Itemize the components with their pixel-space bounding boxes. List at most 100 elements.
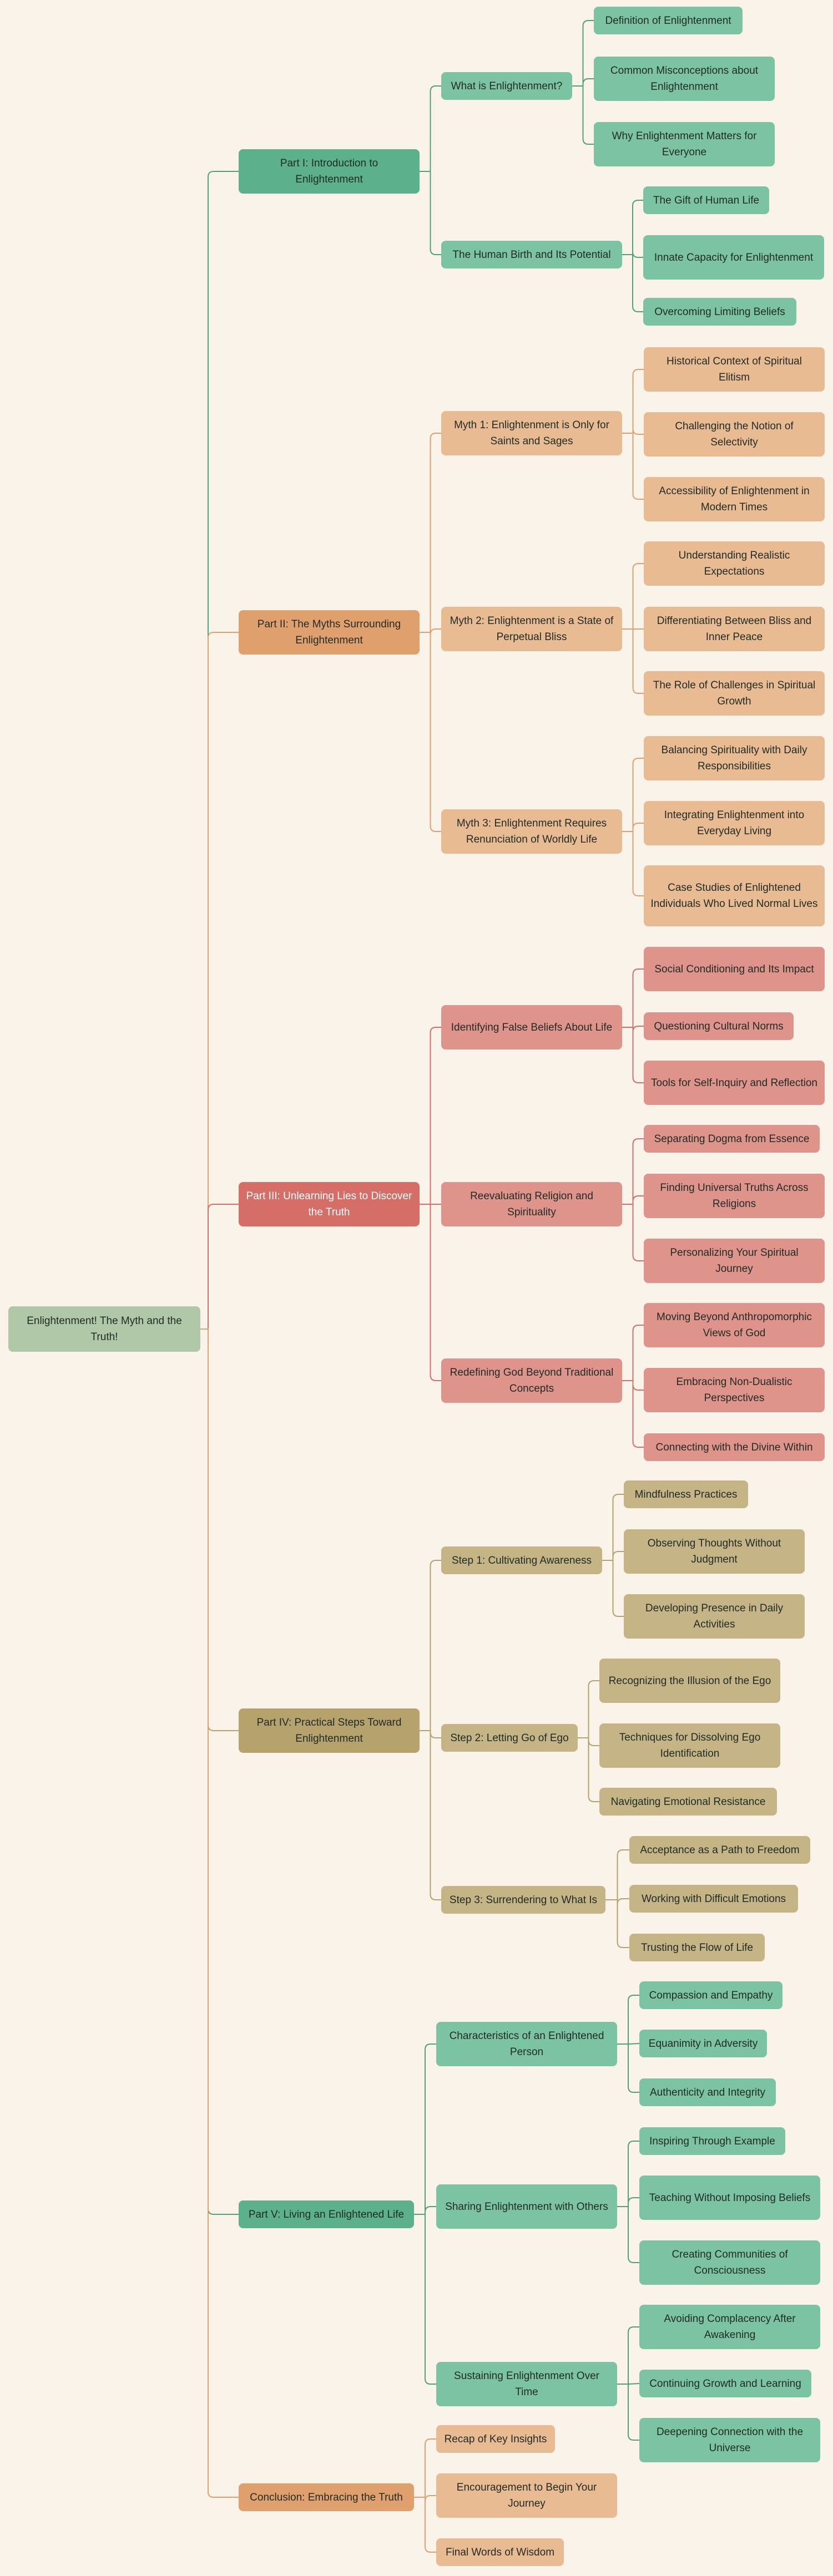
leaf-recognizing-the-illusion-of-the-ego[interactable]: Recognizing the Illusion of the Ego — [599, 1659, 780, 1703]
leaf-trusting-the-flow-of-life-label: Trusting the Flow of Life — [640, 1941, 754, 1954]
section-identifying-false-beliefs-about-life[interactable]: Identifying False Beliefs About Life — [441, 1005, 622, 1049]
leaf-innate-capacity-for-enlightenment[interactable]: Innate Capacity for Enlightenment — [643, 235, 824, 280]
leaf-avoiding-complacency-after-awakening-label: Avoiding Complacency After Awakening — [664, 2313, 796, 2341]
section-myth-2-enlightenment-is-a-state-of-perpetual-bliss[interactable]: Myth 2: Enlightenment is a State of Perp… — [441, 607, 622, 651]
section-1-2-connector-link-1 — [632, 823, 644, 831]
part-4-connector-link-2 — [425, 2214, 436, 2385]
section-0-1-connector-link-1 — [632, 251, 643, 258]
section-4-1-connector-link-2 — [628, 2207, 639, 2263]
section-3-1-connector-link-2 — [588, 1738, 599, 1802]
leaf-compassion-and-empathy[interactable]: Compassion and Empathy — [639, 1981, 782, 2009]
leaf-definition-of-enlightenment[interactable]: Definition of Enlightenment — [594, 7, 743, 34]
part-node-2[interactable]: Part II: The Myths Surrounding Enlighten… — [239, 610, 420, 655]
root-to-part-1 — [200, 632, 239, 1330]
part-node-6[interactable]: Conclusion: Embracing the Truth — [239, 2483, 414, 2511]
section-4-1-connector-link-0 — [628, 2141, 639, 2207]
section-0-0-connector-link-1 — [582, 78, 594, 86]
leaf-trusting-the-flow-of-life[interactable]: Trusting the Flow of Life — [629, 1934, 765, 1961]
part-node-4[interactable]: Part IV: Practical Steps Toward Enlighte… — [239, 1708, 420, 1753]
leaf-the-gift-of-human-life[interactable]: The Gift of Human Life — [643, 186, 769, 214]
section-sustaining-enlightenment-over-time[interactable]: Sustaining Enlightenment Over Time — [436, 2362, 617, 2406]
section-step-1-cultivating-awareness[interactable]: Step 1: Cultivating Awareness — [441, 1546, 602, 1574]
section-4-0-connector-link-1 — [628, 2043, 640, 2045]
section-3-2-connector-link-2 — [617, 1900, 629, 1948]
root-node[interactable]: Enlightenment! The Myth and the Truth! — [8, 1306, 200, 1352]
leaf-case-studies-of-enlightened-individuals-who-lived-normal-lives[interactable]: Case Studies of Enlightened Individuals … — [644, 865, 825, 926]
leaf-challenging-the-notion-of-selectivity[interactable]: Challenging the Notion of Selectivity — [644, 412, 825, 457]
leaf-connecting-with-the-divine-within[interactable]: Connecting with the Divine Within — [644, 1433, 825, 1461]
leaf-teaching-without-imposing-beliefs-label: Teaching Without Imposing Beliefs — [649, 2192, 811, 2204]
leaf-navigating-emotional-resistance[interactable]: Navigating Emotional Resistance — [599, 1788, 777, 1816]
leaf-finding-universal-truths-across-religions[interactable]: Finding Universal Truths Across Religion… — [644, 1174, 825, 1218]
section-step-1-cultivating-awareness-label: Step 1: Cultivating Awareness — [451, 1554, 592, 1566]
leaf-accessibility-of-enlightenment-in-modern-times[interactable]: Accessibility of Enlightenment in Modern… — [644, 477, 825, 521]
section-4-1-connector-link-1 — [628, 2197, 639, 2207]
leaf-inspiring-through-example[interactable]: Inspiring Through Example — [639, 2127, 785, 2155]
leaf-encouragement-to-begin-your-journey-label: Encouragement to Begin Your Journey — [456, 2482, 597, 2509]
section-2-2-connector-link-0 — [632, 1325, 644, 1381]
part-3-connector-link-1 — [430, 1731, 441, 1738]
leaf-the-role-of-challenges-in-spiritual-growth[interactable]: The Role of Challenges in Spiritual Grow… — [644, 671, 825, 716]
leaf-differentiating-between-bliss-and-inner-peace[interactable]: Differentiating Between Bliss and Inner … — [644, 607, 825, 651]
section-myth-3-enlightenment-requires-renunciation-of-worldly-life[interactable]: Myth 3: Enlightenment Requires Renunciat… — [441, 809, 622, 854]
part-node-5[interactable]: Part V: Living an Enlightened Life — [239, 2200, 414, 2228]
leaf-observing-thoughts-without-judgment[interactable]: Observing Thoughts Without Judgment — [624, 1529, 805, 1574]
leaf-acceptance-as-a-path-to-freedom[interactable]: Acceptance as a Path to Freedom — [629, 1836, 810, 1864]
part-node-3[interactable]: Part III: Unlearning Lies to Discover th… — [239, 1182, 420, 1226]
leaf-embracing-non-dualistic-perspectives[interactable]: Embracing Non-Dualistic Perspectives — [644, 1368, 825, 1412]
leaf-equanimity-in-adversity[interactable]: Equanimity in Adversity — [639, 2030, 767, 2057]
leaf-creating-communities-of-consciousness[interactable]: Creating Communities of Consciousness — [639, 2240, 820, 2285]
leaf-the-role-of-challenges-in-spiritual-growth-label: The Role of Challenges in Spiritual Grow… — [653, 680, 816, 707]
leaf-historical-context-of-spiritual-elitism[interactable]: Historical Context of Spiritual Elitism — [644, 347, 825, 392]
section-myth-2-enlightenment-is-a-state-of-perpetual-bliss-label: Myth 2: Enlightenment is a State of Perp… — [450, 615, 614, 643]
section-2-1-connector-link-0 — [632, 1138, 644, 1204]
leaf-working-with-difficult-emotions[interactable]: Working with Difficult Emotions — [629, 1885, 798, 1913]
leaf-separating-dogma-from-essence-label: Separating Dogma from Essence — [654, 1133, 810, 1145]
leaf-tools-for-self-inquiry-and-reflection[interactable]: Tools for Self-Inquiry and Reflection — [644, 1061, 825, 1105]
part-4-connector-link-0 — [425, 2043, 436, 2214]
section-step-2-letting-go-of-ego[interactable]: Step 2: Letting Go of Ego — [441, 1724, 578, 1752]
leaf-social-conditioning-and-its-impact[interactable]: Social Conditioning and Its Impact — [644, 947, 825, 991]
leaf-techniques-for-dissolving-ego-identification[interactable]: Techniques for Dissolving Ego Identifica… — [599, 1723, 780, 1768]
section-characteristics-of-an-enlightened-person[interactable]: Characteristics of an Enlightened Person — [436, 2022, 617, 2066]
section-redefining-god-beyond-traditional-concepts-label: Redefining God Beyond Traditional Concep… — [450, 1367, 614, 1395]
section-step-3-surrendering-to-what-is[interactable]: Step 3: Surrendering to What Is — [441, 1886, 605, 1914]
section-4-0-connector-link-2 — [628, 2044, 639, 2093]
leaf-encouragement-to-begin-your-journey[interactable]: Encouragement to Begin Your Journey — [436, 2473, 617, 2518]
leaf-developing-presence-in-daily-activities[interactable]: Developing Presence in Daily Activities — [624, 1594, 805, 1639]
section-myth-1-enlightenment-is-only-for-saints-and-sages[interactable]: Myth 1: Enlightenment is Only for Saints… — [441, 411, 622, 455]
leaf-continuing-growth-and-learning[interactable]: Continuing Growth and Learning — [639, 2370, 811, 2397]
leaf-final-words-of-wisdom[interactable]: Final Words of Wisdom — [436, 2538, 564, 2566]
section-redefining-god-beyond-traditional-concepts[interactable]: Redefining God Beyond Traditional Concep… — [441, 1358, 622, 1403]
section-2-2-connector-link-2 — [632, 1381, 644, 1448]
leaf-deepening-connection-with-the-universe[interactable]: Deepening Connection with the Universe — [639, 2418, 820, 2462]
section-4-0-connector-link-0 — [628, 1995, 639, 2044]
leaf-why-enlightenment-matters-for-everyone[interactable]: Why Enlightenment Matters for Everyone — [594, 122, 775, 166]
leaf-questioning-cultural-norms[interactable]: Questioning Cultural Norms — [644, 1012, 794, 1040]
section-the-human-birth-and-its-potential[interactable]: The Human Birth and Its Potential — [441, 241, 622, 268]
section-reevaluating-religion-and-spirituality[interactable]: Reevaluating Religion and Spirituality — [441, 1182, 622, 1226]
leaf-common-misconceptions-about-enlightenment[interactable]: Common Misconceptions about Enlightenmen… — [594, 57, 775, 101]
leaf-teaching-without-imposing-beliefs[interactable]: Teaching Without Imposing Beliefs — [639, 2176, 820, 2220]
leaf-questioning-cultural-norms-label: Questioning Cultural Norms — [654, 1020, 784, 1032]
leaf-integrating-enlightenment-into-everyday-living[interactable]: Integrating Enlightenment into Everyday … — [644, 801, 825, 845]
leaf-moving-beyond-anthropomorphic-views-of-god[interactable]: Moving Beyond Anthropomorphic Views of G… — [644, 1303, 825, 1347]
part-node-2-label: Part II: The Myths Surrounding Enlighten… — [257, 618, 401, 646]
part-node-1[interactable]: Part I: Introduction to Enlightenment — [239, 149, 420, 194]
leaf-avoiding-complacency-after-awakening[interactable]: Avoiding Complacency After Awakening — [639, 2305, 820, 2349]
leaf-mindfulness-practices[interactable]: Mindfulness Practices — [624, 1480, 748, 1508]
section-2-2-connector-link-1 — [632, 1381, 644, 1391]
section-sharing-enlightenment-with-others[interactable]: Sharing Enlightenment with Others — [436, 2184, 617, 2229]
leaf-social-conditioning-and-its-impact-label: Social Conditioning and Its Impact — [654, 963, 814, 975]
section-1-0-connector-link-0 — [632, 369, 644, 433]
section-3-1-connector-link-1 — [588, 1738, 599, 1746]
leaf-personalizing-your-spiritual-journey[interactable]: Personalizing Your Spiritual Journey — [644, 1239, 825, 1283]
section-what-is-enlightenment[interactable]: What is Enlightenment? — [441, 72, 572, 100]
leaf-overcoming-limiting-beliefs[interactable]: Overcoming Limiting Beliefs — [643, 298, 796, 326]
leaf-separating-dogma-from-essence[interactable]: Separating Dogma from Essence — [644, 1125, 820, 1153]
leaf-understanding-realistic-expectations[interactable]: Understanding Realistic Expectations — [644, 541, 825, 586]
part-5-connector-link-2 — [425, 2497, 436, 2553]
leaf-balancing-spirituality-with-daily-responsibilities[interactable]: Balancing Spirituality with Daily Respon… — [644, 736, 825, 780]
leaf-recap-of-key-insights[interactable]: Recap of Key Insights — [436, 2425, 555, 2453]
leaf-authenticity-and-integrity[interactable]: Authenticity and Integrity — [639, 2078, 776, 2106]
